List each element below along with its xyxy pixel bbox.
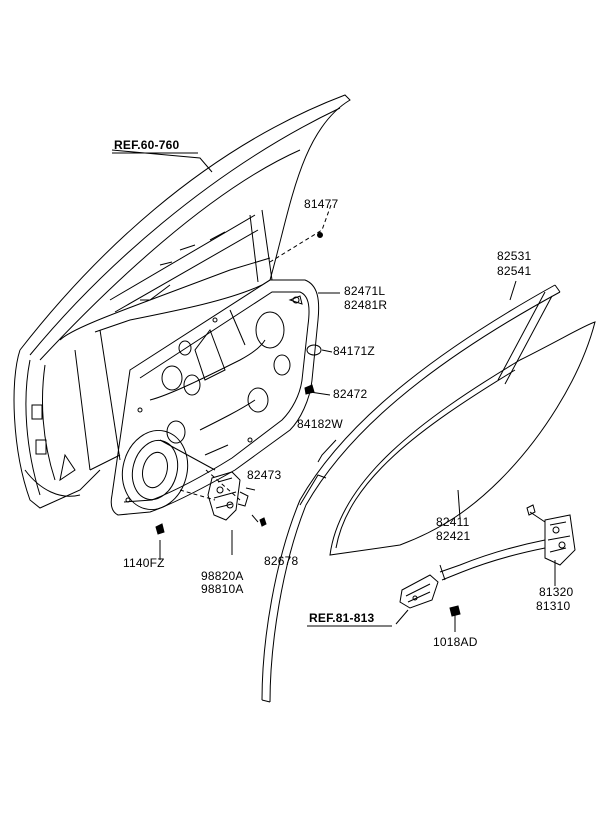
part-label-82471L: 82471L: [344, 284, 386, 298]
part-label-81310: 81310: [536, 599, 571, 613]
door-latch-assembly: [439, 504, 576, 581]
part-label-1018AD: 1018AD: [433, 635, 478, 649]
part-label-82531: 82531: [497, 249, 532, 263]
part-label-82472: 82472: [333, 387, 368, 401]
part-label-1140FZ: 1140FZ: [123, 556, 165, 570]
part-label-82473: 82473: [247, 468, 282, 482]
part-label-82411: 82411: [436, 515, 470, 529]
door-frame: [13, 94, 351, 509]
door-module-panel: [110, 279, 320, 516]
part-label-81477: 81477: [304, 197, 339, 211]
part-label-82421: 82421: [436, 529, 471, 543]
glass-run-channel: [261, 284, 561, 703]
part-label-84171Z: 84171Z: [333, 344, 375, 358]
leader-lines-right: [395, 280, 556, 632]
ref-door-frame-label: REF.60-760: [114, 138, 180, 152]
door-glass: [329, 321, 596, 556]
part-label-98820A: 98820A: [201, 569, 244, 583]
part-label-82541: 82541: [497, 264, 532, 278]
inside-door-handle: [399, 574, 439, 609]
part-label-82481R: 82481R: [344, 298, 388, 312]
part-label-81320: 81320: [539, 585, 574, 599]
part-label-82678: 82678: [264, 554, 299, 568]
part-label-84182W: 84182W: [297, 417, 343, 431]
window-regulator-motor: [207, 471, 249, 521]
ref-door-lock-label: REF.81-813: [309, 611, 375, 625]
part-label-98810A: 98810A: [201, 582, 244, 596]
